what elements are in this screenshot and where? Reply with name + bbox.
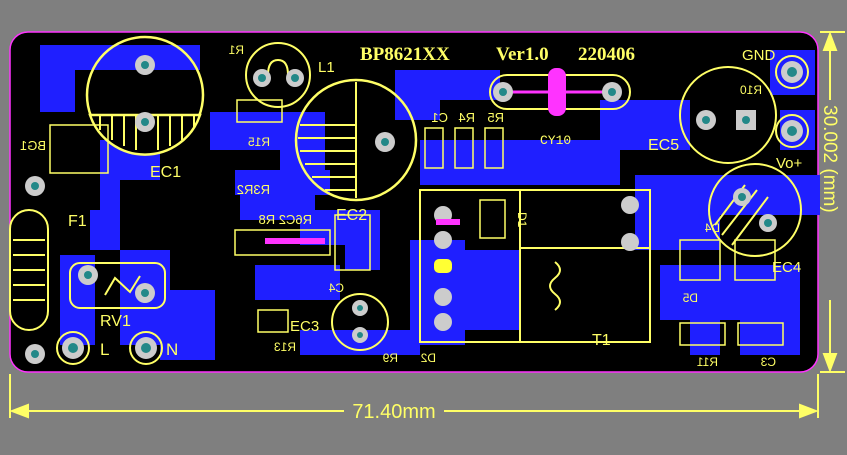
ic-body bbox=[334, 214, 371, 271]
ec2-hatching bbox=[298, 82, 357, 198]
rv1-label: RV1 bbox=[100, 313, 131, 330]
c3-outline bbox=[737, 322, 784, 346]
ic-outline bbox=[234, 229, 331, 256]
board-version: Ver1.0 bbox=[496, 44, 549, 65]
ec3-pad-1-hole bbox=[357, 305, 363, 311]
board-date: 220406 bbox=[578, 44, 635, 65]
ec1-capacitor bbox=[85, 35, 205, 156]
ec2-pad-hole bbox=[381, 138, 389, 146]
r10-pad-hole bbox=[742, 116, 750, 124]
ec4-pad-1-hole bbox=[738, 193, 746, 201]
r4-outline bbox=[454, 127, 474, 169]
vo-terminal-hole bbox=[787, 126, 797, 136]
n-terminal-ring bbox=[129, 331, 163, 365]
r11-label: R11 bbox=[697, 355, 718, 369]
f1-label: F1 bbox=[68, 213, 87, 230]
cy10-pad-2-hole bbox=[608, 88, 616, 96]
t1-label: T1 bbox=[592, 332, 611, 349]
r10-label: R10 bbox=[740, 83, 762, 97]
width-dimension-label: 71.40mm bbox=[352, 401, 435, 423]
ec3-capacitor-outline bbox=[331, 293, 389, 351]
r9-label: R9 bbox=[382, 351, 398, 365]
l1-pad-1-hole bbox=[258, 74, 266, 82]
l-terminal-hole bbox=[68, 343, 78, 353]
ec4-pad-2-hole bbox=[764, 219, 772, 227]
rv1-pad-2-hole bbox=[141, 289, 149, 297]
height-dimension bbox=[820, 31, 845, 373]
f1-pad-bottom-hole bbox=[31, 350, 39, 358]
gnd-terminal-hole bbox=[787, 67, 797, 77]
ec5-capacitor-outline bbox=[679, 66, 777, 164]
c3-label: C3 bbox=[760, 355, 776, 369]
r1-label: R1 bbox=[228, 43, 244, 57]
ec1-pad-2-hole bbox=[141, 118, 149, 126]
ec1-pad-1-hole bbox=[141, 61, 149, 69]
bg1-label: BG1 bbox=[20, 138, 46, 153]
ec5-pad-1-hole bbox=[702, 116, 710, 124]
l1-label: L1 bbox=[318, 59, 335, 76]
height-dimension-label: 30.002 (mm) bbox=[819, 105, 840, 213]
r5-label: R5 bbox=[487, 110, 504, 125]
l-terminal-ring bbox=[56, 331, 90, 365]
r6c2r8-label: R6C2 R8 bbox=[259, 212, 312, 227]
t1-pin-row bbox=[434, 196, 639, 331]
l1-coil-symbol bbox=[267, 58, 289, 76]
n-terminal-label: N bbox=[166, 340, 178, 359]
d5-label: D5 bbox=[682, 291, 698, 305]
ec1-label: EC1 bbox=[150, 164, 181, 181]
rv1-outline bbox=[69, 262, 166, 309]
r15-label: R15 bbox=[248, 135, 270, 149]
f1-pad-top-hole bbox=[31, 182, 39, 190]
r4-label: R4 bbox=[458, 110, 475, 125]
board-title: BP8621XX bbox=[360, 44, 450, 65]
r13-outline bbox=[257, 309, 289, 333]
ec2-capacitor-outline bbox=[294, 78, 418, 202]
c1-label: C1 bbox=[431, 110, 448, 125]
ec3-pad-2-hole bbox=[357, 332, 363, 338]
d4-label: D4 bbox=[704, 221, 720, 235]
l1-pad-2-hole bbox=[291, 74, 299, 82]
c4-label: C4 bbox=[328, 281, 344, 295]
r11-outline bbox=[679, 322, 726, 346]
r3r2-label: R3R2 bbox=[237, 182, 270, 197]
rv1-symbol bbox=[104, 275, 141, 296]
r5-outline bbox=[484, 127, 504, 169]
cy10-label: CY10 bbox=[540, 133, 571, 148]
r15-outline bbox=[236, 99, 283, 123]
copper-layer bbox=[40, 45, 820, 360]
l1-inductor-outline bbox=[245, 42, 311, 108]
cy10-pad-1-hole bbox=[499, 88, 507, 96]
bg1-bridge-outline bbox=[49, 124, 109, 174]
d4-outline bbox=[679, 239, 721, 281]
gnd-terminal-label: GND bbox=[742, 47, 776, 64]
ic-pin-strip bbox=[265, 238, 325, 244]
d1-label: D1 bbox=[515, 212, 529, 228]
n-terminal-hole bbox=[141, 343, 151, 353]
d4-outline-right bbox=[734, 239, 776, 281]
d1-outline bbox=[479, 199, 506, 239]
c1-outline bbox=[424, 127, 444, 169]
t1-pin-marker bbox=[436, 219, 460, 225]
gnd-terminal-ring bbox=[775, 55, 809, 89]
f1-fuse bbox=[9, 209, 49, 331]
ec5-label: EC5 bbox=[648, 137, 679, 154]
vo-terminal-label: Vo+ bbox=[776, 155, 803, 172]
ec4-label: EC4 bbox=[772, 259, 801, 276]
rv1-pad-1-hole bbox=[84, 271, 92, 279]
ec4-capacitor-outline bbox=[708, 163, 802, 257]
r13-label: R13 bbox=[274, 340, 296, 354]
ec3-label: EC3 bbox=[290, 318, 319, 335]
vo-terminal-ring bbox=[775, 114, 809, 148]
d2-label: D2 bbox=[420, 351, 436, 365]
l-terminal-label: L bbox=[100, 340, 109, 359]
width-dimension bbox=[9, 374, 819, 419]
